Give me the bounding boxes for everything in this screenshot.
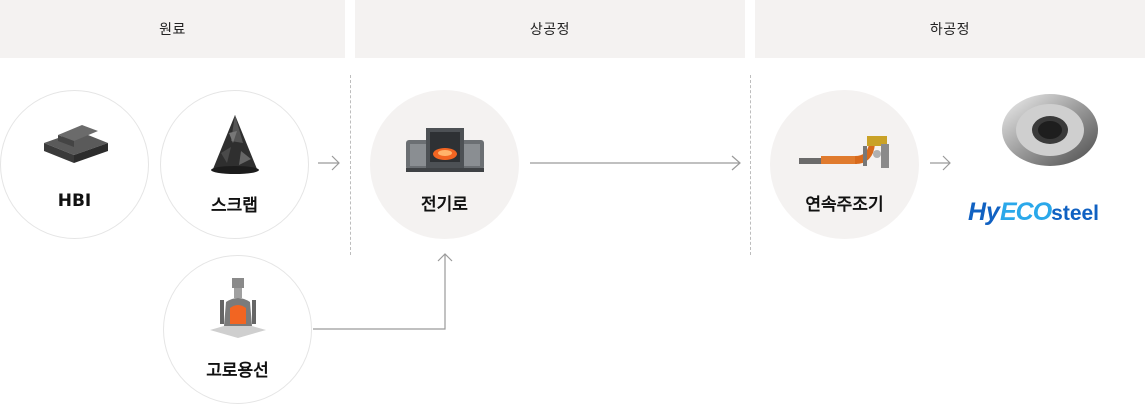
blast-furnace-icon xyxy=(209,278,266,338)
hbi-icon xyxy=(43,125,108,163)
node-eaf: 전기로 xyxy=(370,90,519,239)
stage-header-upper: 상공정 xyxy=(355,0,745,58)
node-scrap: 스크랩 xyxy=(160,90,309,239)
stage-header-lower: 하공정 xyxy=(755,0,1145,58)
arrow-caster-to-coil xyxy=(930,155,951,171)
logo-eco: ECO xyxy=(999,198,1052,226)
stage-divider-2 xyxy=(750,75,751,255)
logo-hy: Hy xyxy=(968,198,1000,226)
node-label-hbi: HBI xyxy=(57,191,92,211)
node-caster: 연속주조기 xyxy=(770,90,919,239)
stage-divider-1 xyxy=(350,75,351,255)
continuous-caster-icon xyxy=(798,136,889,168)
node-label-caster: 연속주조기 xyxy=(805,195,884,215)
stage-title-upper: 상공정 xyxy=(529,22,571,38)
node-label-eaf: 전기로 xyxy=(421,195,468,215)
arrow-raw-to-eaf xyxy=(318,155,340,171)
stage-title-raw: 원료 xyxy=(159,22,186,38)
scrap-pile-icon xyxy=(210,115,259,174)
electric-arc-furnace-icon xyxy=(405,128,484,172)
arrow-hotmetal-to-eaf xyxy=(313,253,453,330)
stage-title-lower: 하공정 xyxy=(929,22,971,38)
logo-steel: steel xyxy=(1051,202,1100,225)
arrow-eaf-to-caster xyxy=(530,155,741,171)
stage-header-raw: 원료 xyxy=(0,0,345,58)
node-label-scrap: 스크랩 xyxy=(211,196,258,216)
steel-coil-icon xyxy=(1002,94,1098,166)
node-label-hot-metal: 고로용선 xyxy=(206,361,269,381)
node-hbi: HBI xyxy=(0,90,149,239)
hyecosteel-logo: HyECOsteel xyxy=(968,198,1145,238)
node-hot-metal: 고로용선 xyxy=(163,255,312,404)
